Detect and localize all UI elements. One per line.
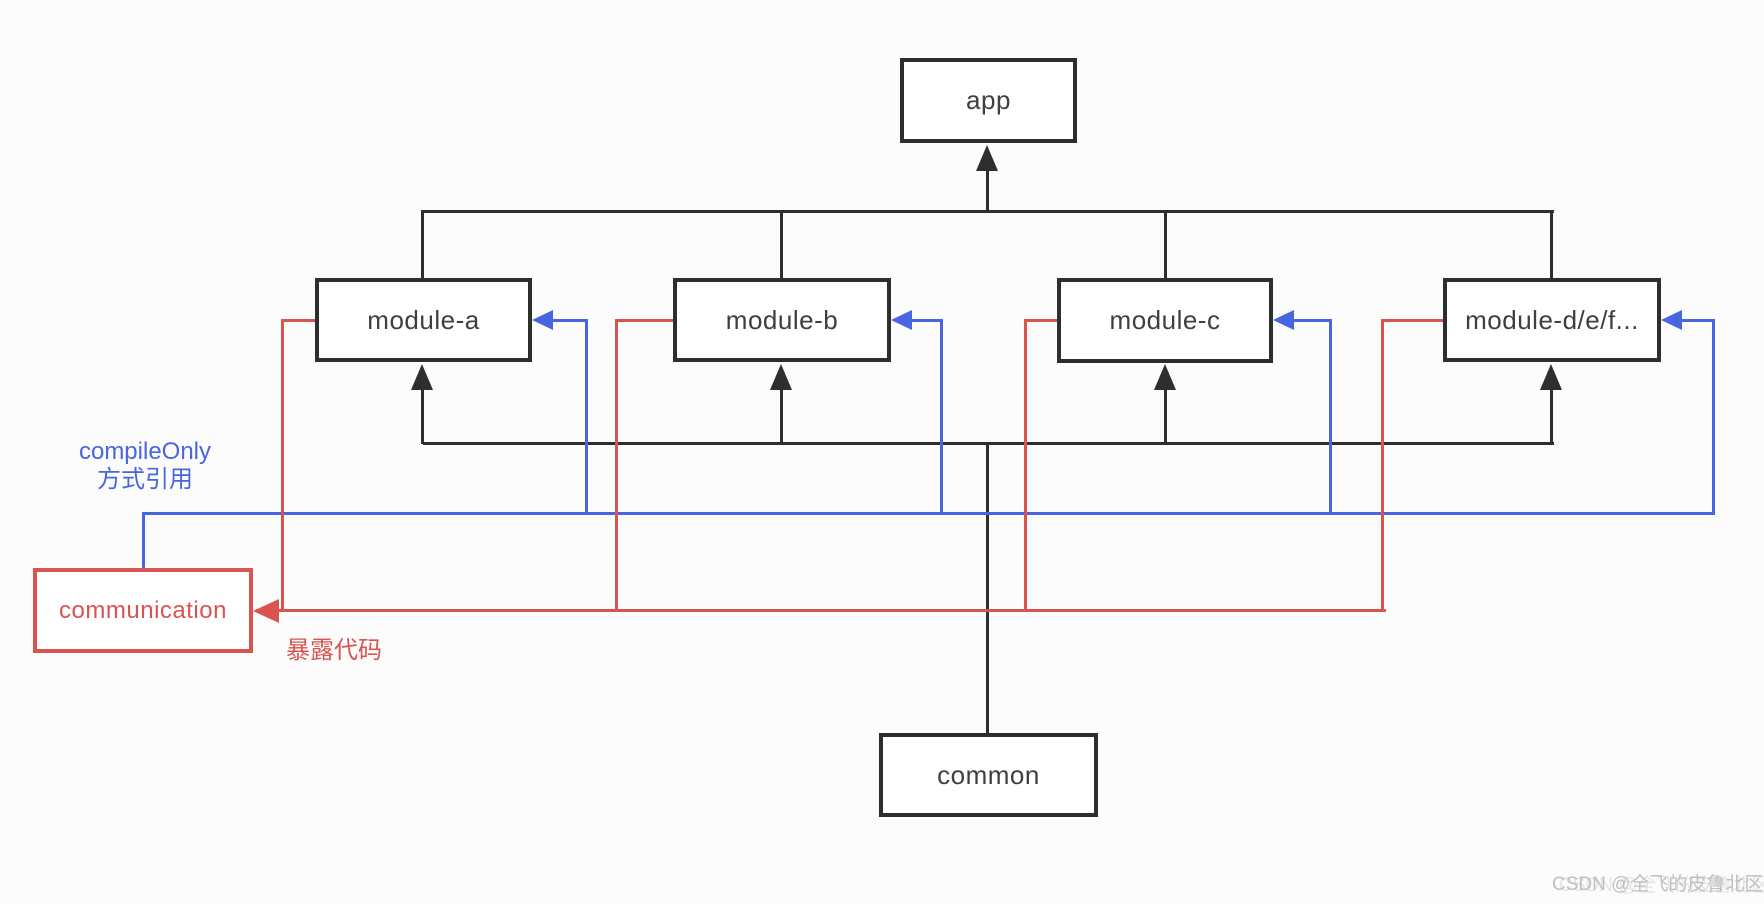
- red-riser-module-b: [615, 319, 618, 612]
- red-horizontal-module-def: [1381, 319, 1443, 322]
- arrow-into-module-b-bottom: [770, 364, 792, 390]
- blue-horizontal-module-a: [552, 319, 588, 322]
- red-riser-module-c: [1024, 319, 1027, 612]
- arrow-into-module-def-bottom: [1540, 364, 1562, 390]
- edge-module-a-top-drop: [421, 210, 424, 280]
- node-app-label: app: [966, 85, 1011, 115]
- arrow-into-communication-right: [253, 599, 279, 623]
- upper-distributor-line: [423, 210, 1554, 213]
- edge-module-a-bottom-shaft: [421, 388, 424, 444]
- node-communication: communication: [33, 568, 253, 653]
- arrow-into-module-def-right: [1661, 310, 1682, 330]
- node-module-def: module-d/e/f...: [1443, 278, 1661, 362]
- edge-common-riser: [986, 444, 989, 734]
- expose-code-annotation: 暴露代码: [286, 637, 382, 664]
- arrow-into-module-c-bottom: [1154, 364, 1176, 390]
- edge-module-b-bottom-shaft: [780, 388, 783, 444]
- red-horizontal-module-b: [615, 319, 673, 322]
- lower-distributor-line: [423, 442, 1554, 445]
- blue-compileonly-bus: [142, 512, 1715, 515]
- node-communication-label: communication: [59, 596, 227, 624]
- arrow-into-module-c-right: [1273, 310, 1294, 330]
- edge-module-def-top-drop: [1550, 210, 1553, 280]
- blue-riser-communication-top: [142, 512, 145, 569]
- blue-tap-module-a: [585, 319, 588, 515]
- node-common-label: common: [937, 759, 1040, 790]
- red-riser-module-a: [281, 319, 284, 612]
- compileonly-annotation: compileOnly 方式引用: [55, 438, 235, 494]
- compileonly-annotation-line1: compileOnly: [78, 438, 212, 465]
- red-horizontal-module-c: [1024, 319, 1057, 322]
- edge-module-c-top-drop: [1164, 210, 1167, 280]
- node-module-def-label: module-d/e/f...: [1465, 304, 1639, 335]
- node-common: common: [879, 733, 1098, 817]
- blue-tap-module-def: [1712, 319, 1715, 515]
- blue-tap-module-c: [1329, 319, 1332, 515]
- edge-module-def-bottom-shaft: [1550, 388, 1553, 444]
- blue-horizontal-module-c: [1293, 319, 1332, 322]
- blue-horizontal-module-def: [1681, 319, 1715, 322]
- node-module-c: module-c: [1057, 278, 1273, 363]
- red-horizontal-module-a: [281, 319, 315, 322]
- node-module-b-label: module-b: [725, 304, 839, 335]
- edge-module-b-top-drop: [780, 210, 783, 280]
- compileonly-annotation-line2: 方式引用: [97, 466, 193, 493]
- blue-horizontal-module-b: [911, 319, 943, 322]
- arrow-into-module-a-bottom: [411, 364, 433, 390]
- blue-tap-module-b: [940, 319, 943, 515]
- red-expose-bus: [256, 609, 1386, 612]
- edge-module-c-bottom-shaft: [1164, 388, 1167, 444]
- csdn-watermark: CSDN @全飞的皮鲁北区: [1552, 874, 1764, 895]
- arrow-into-module-b-right: [891, 310, 912, 330]
- node-app: app: [900, 58, 1077, 143]
- node-module-a-label: module-a: [367, 304, 480, 335]
- node-module-b: module-b: [673, 278, 891, 362]
- node-module-a: module-a: [315, 278, 532, 362]
- edge-app-arrow-shaft: [986, 168, 989, 213]
- arrow-into-app-bottom: [976, 145, 998, 171]
- red-riser-module-def: [1381, 319, 1384, 612]
- arrow-into-module-a-right: [532, 310, 553, 330]
- node-module-c-label: module-c: [1109, 305, 1221, 335]
